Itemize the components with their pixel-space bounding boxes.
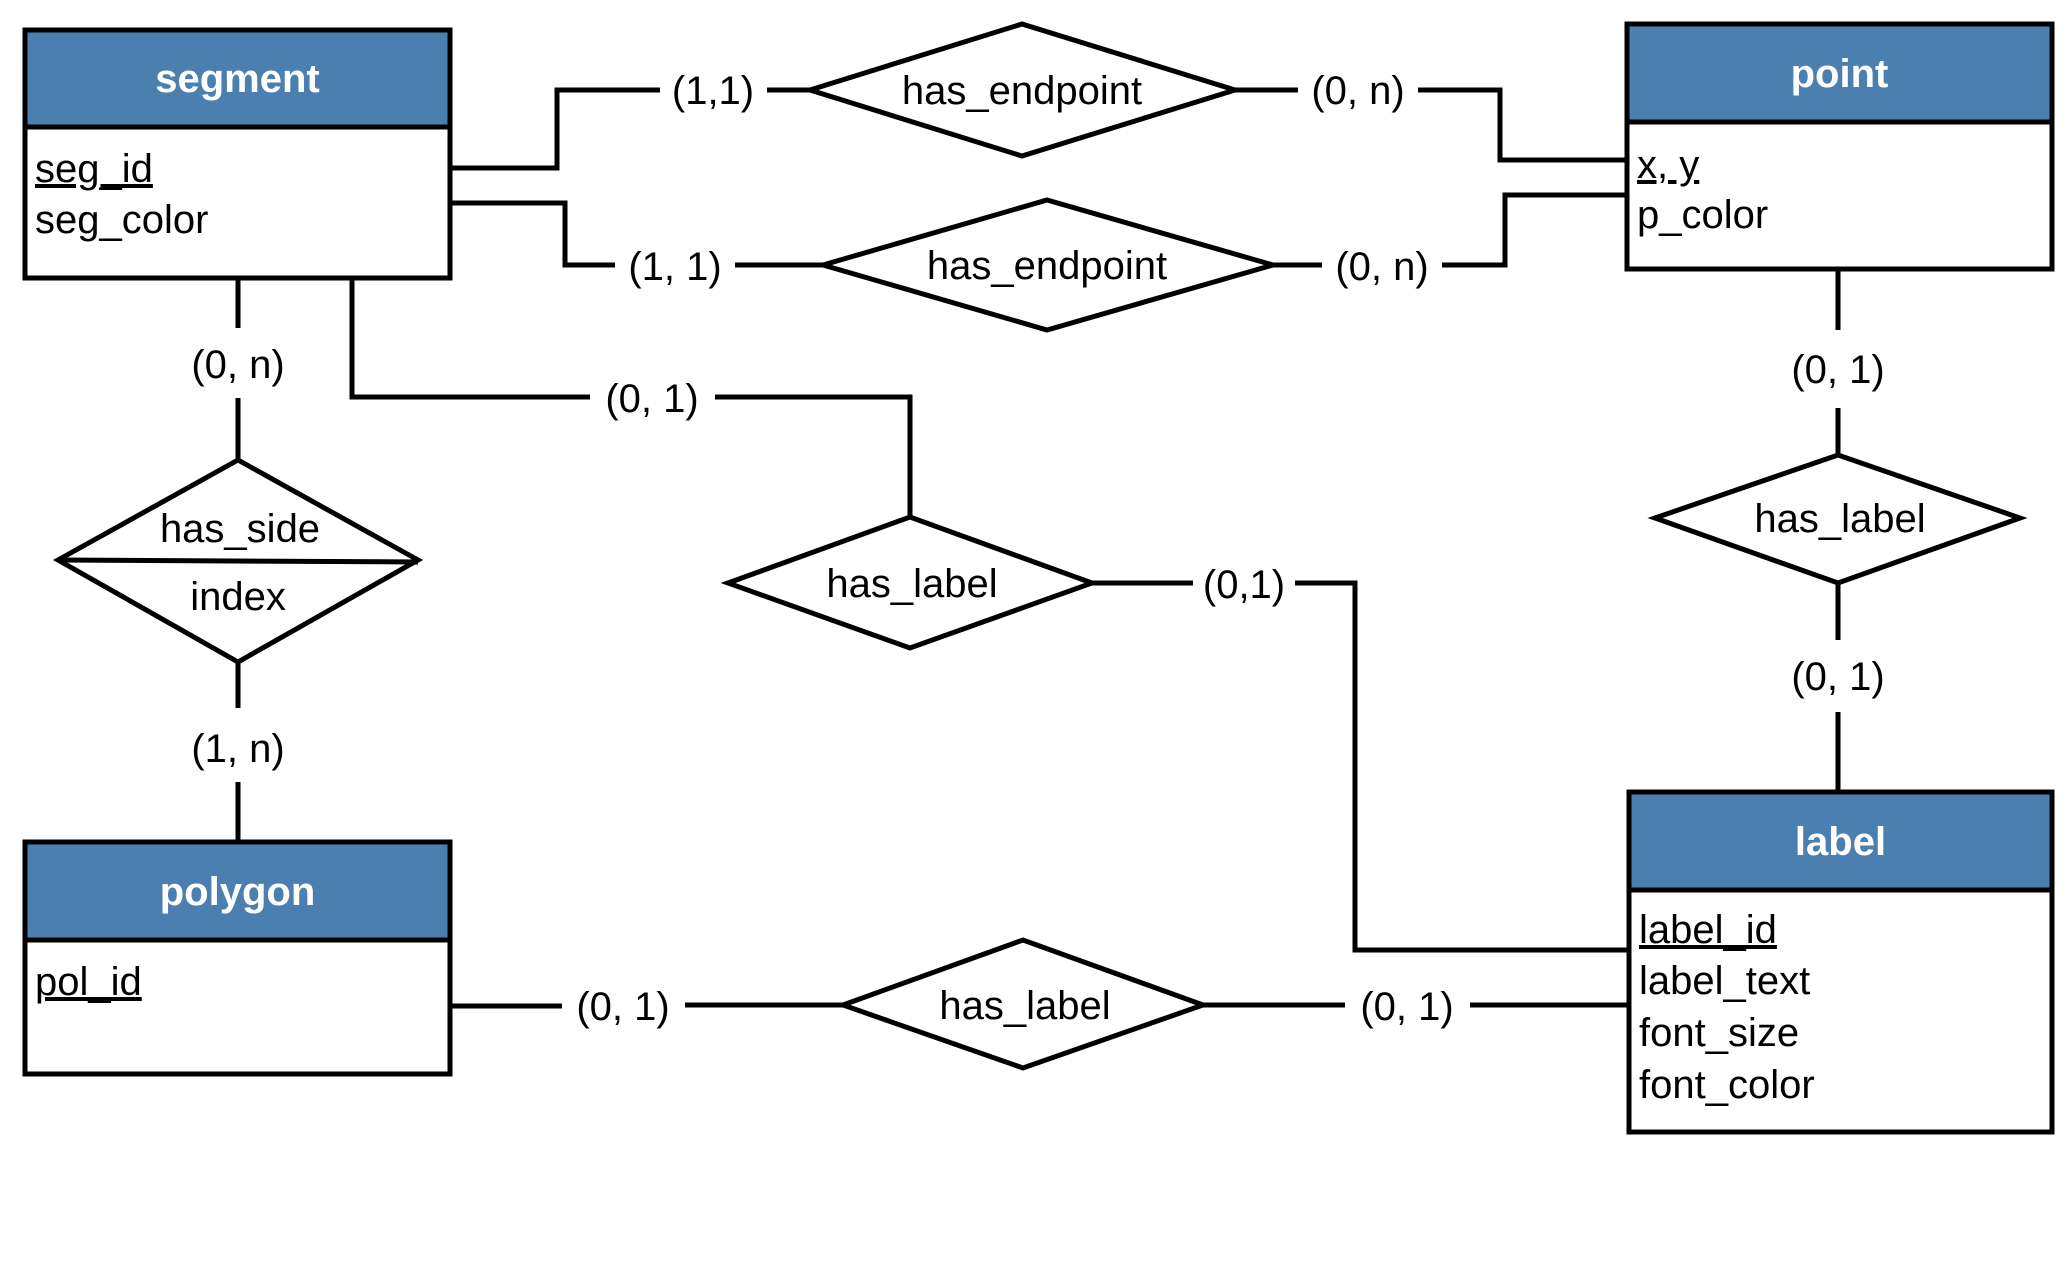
attribute: seg_color (35, 198, 208, 242)
entity-polygon: polygon pol_id (22, 839, 453, 1077)
relationship-has-label-polygon: has_label (835, 937, 1211, 1071)
card-side-segment: (0, n) (191, 343, 284, 387)
entity-header (22, 839, 453, 943)
diamond-shape (814, 197, 1283, 333)
relationship-has-label-segment: has_label (720, 514, 1100, 651)
relationship-name: has_endpoint (902, 69, 1142, 113)
entity-header (1626, 789, 2055, 893)
attribute-key: pol_id (35, 960, 142, 1004)
diamond-divider (57, 557, 419, 565)
entity-title: label (1795, 820, 1886, 864)
relationship-has-endpoint-1: has_endpoint (801, 21, 1244, 159)
entity-label: label label_id label_text font_size font… (1626, 789, 2055, 1135)
card-endpoint2-segment: (1, 1) (628, 245, 721, 289)
diamond-shape (801, 21, 1244, 159)
entity-header (1624, 21, 2055, 125)
card-seglabel-label: (0,1) (1203, 563, 1285, 607)
card-endpoint2-point: (0, n) (1335, 245, 1428, 289)
card-side-polygon: (1, n) (191, 727, 284, 771)
entity-title: polygon (160, 870, 316, 914)
relationship-name: has_endpoint (927, 244, 1167, 288)
card-ptlabel-point: (0, 1) (1791, 348, 1884, 392)
attribute: p_color (1637, 193, 1768, 237)
card-pollabel-polygon: (0, 1) (576, 985, 669, 1029)
diamond-shape (1647, 452, 2028, 586)
relationship-name: has_label (939, 984, 1110, 1028)
line-endpoint2-point (1442, 192, 1625, 268)
attribute-key: label_id (1639, 908, 1777, 952)
attribute-key: seg_id (35, 147, 153, 191)
card-endpoint1-point: (0, n) (1311, 69, 1404, 113)
attribute: font_color (1639, 1063, 1815, 1107)
attribute-key: x, y (1637, 143, 1699, 187)
diamond-shape (720, 514, 1100, 651)
cardinality-labels: (1,1) (0, n) (1, 1) (0, n) (0, n) (1, n)… (191, 69, 1884, 1029)
line-segment-endpoint1 (452, 87, 660, 171)
card-ptlabel-label: (0, 1) (1791, 655, 1884, 699)
relationship-has-endpoint-2: has_endpoint (814, 197, 1283, 333)
card-seglabel-segment: (0, 1) (605, 377, 698, 421)
line-segment-endpoint2 (452, 200, 615, 268)
card-pollabel-label: (0, 1) (1360, 985, 1453, 1029)
connector-lines (235, 87, 1841, 1009)
relationship-name: has_side (160, 507, 320, 551)
relationship-has-label-point: has_label (1647, 452, 2028, 586)
card-endpoint1-segment: (1,1) (672, 69, 754, 113)
diamond-shape (835, 937, 1211, 1071)
line-endpoint1-point (1418, 87, 1625, 163)
entity-title: point (1791, 52, 1889, 96)
relationship-has-side: has_side index (52, 457, 424, 665)
attribute: font_size (1639, 1011, 1799, 1055)
entity-point: point x, y p_color (1624, 21, 2055, 272)
line-segment-seglabel (349, 280, 590, 400)
relationship-name: has_label (1754, 497, 1925, 541)
entity-segment: segment seg_id seg_color (22, 27, 453, 281)
entity-title: segment (155, 57, 320, 101)
line-seglabel-label (1295, 580, 1627, 953)
entity-header (22, 27, 453, 130)
relationship-attribute: index (190, 575, 286, 619)
relationship-name: has_label (826, 562, 997, 606)
line-seglabel-diamond-top (715, 394, 913, 517)
attribute: label_text (1639, 959, 1810, 1003)
